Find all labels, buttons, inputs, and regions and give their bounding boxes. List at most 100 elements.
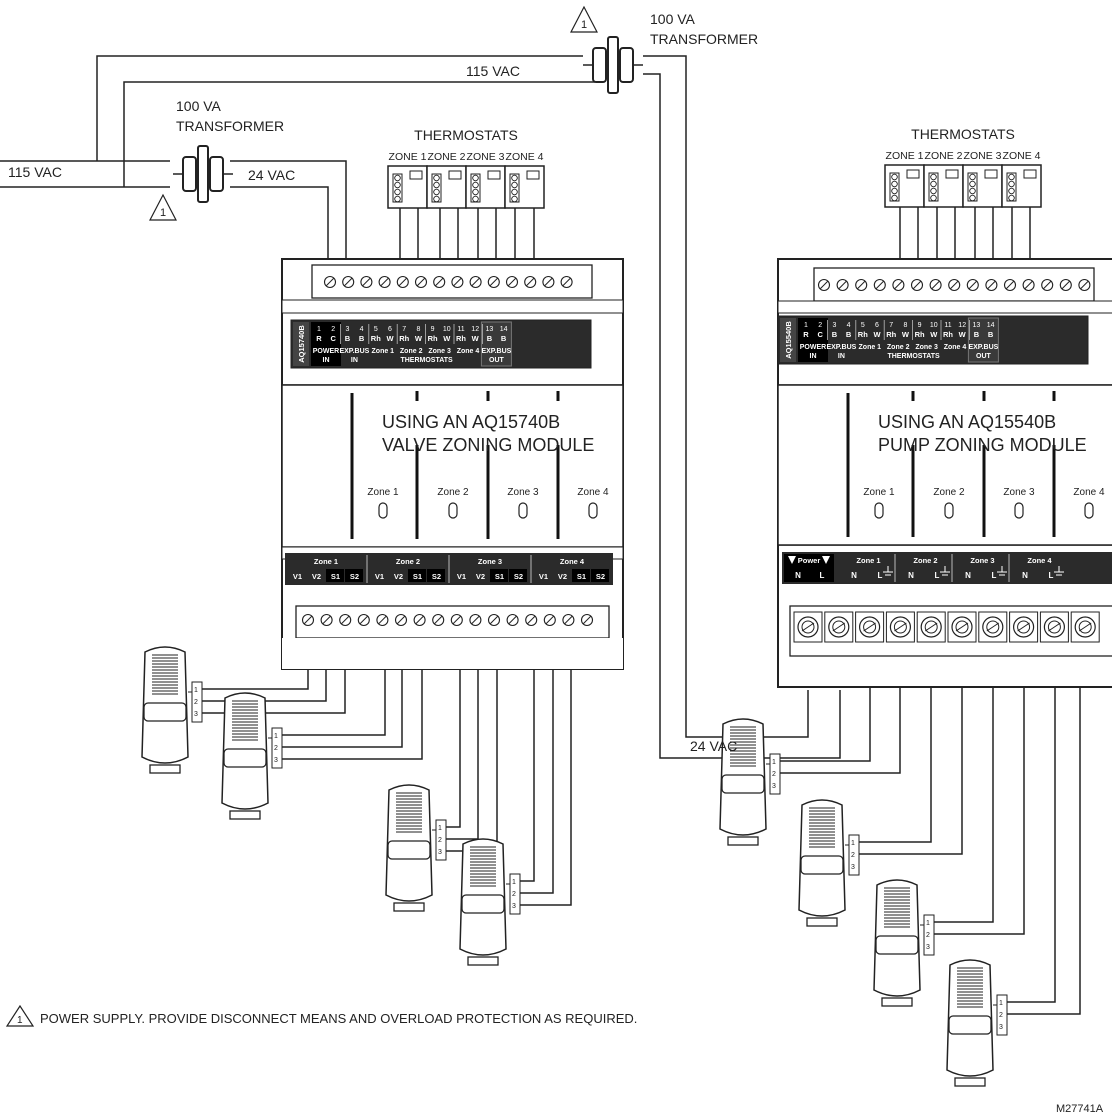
bottom-term-label: S1 [577,572,586,581]
screw-icon [891,187,898,195]
exp-bus-in-label: EXP.BUS [826,344,856,351]
terminal-letter: B [832,330,838,339]
terminal-number: 12 [958,322,966,329]
terminal-number: 4 [847,322,851,329]
bottom-term-label: V2 [558,572,567,581]
term-box [572,569,590,582]
screw-icon [433,195,440,203]
screw-slot [398,277,408,287]
actuator-window [800,855,844,875]
actuator-pin-label: 1 [999,1000,1003,1007]
screw-slot [507,277,517,287]
bottom-term-label: S1 [413,572,422,581]
bottom-term-label: V1 [539,572,548,581]
screw-icon [511,188,518,196]
zone-term: L [1049,571,1054,580]
zone-term: N [908,571,914,580]
actuator-base [393,902,425,912]
line-wire [123,81,595,187]
actuator-wire [520,632,554,894]
led-indicator [1014,502,1024,519]
terminal-number: 12 [471,326,479,333]
led-label: Zone 1 [367,487,399,498]
screw-slot [924,622,938,632]
screw-slot [582,615,592,625]
actuator-wire [859,642,932,843]
thermostat [504,165,545,209]
actuator: 123 [798,799,860,927]
thermostat [962,164,1003,208]
module-foot [282,638,623,669]
terminal-letter: W [930,330,938,339]
actuator-pin-label: 2 [194,699,198,706]
exp-bus-out-label: EXP.BUS [481,348,511,355]
actuator-wire [1007,642,1081,1015]
actuator-pin-label: 1 [926,920,930,927]
screw-slot [303,615,313,625]
actuator-pin-label: 3 [512,903,516,910]
screw-slot [1024,280,1033,290]
actuator-pin-label: 1 [512,879,516,886]
line-vac-label: 115 VAC [466,63,520,79]
screw-icon [472,174,479,182]
terminal-letter: Rh [371,334,381,343]
actuator-pin-label: 3 [274,757,278,764]
terminal-letter: B [846,330,852,339]
warning-icon [788,556,796,564]
exp-bus-out-label: OUT [976,353,992,360]
actuator-connector [923,914,935,956]
exp-bus-in-label: EXP.BUS [339,348,369,355]
screw-icon [891,194,898,202]
actuator: 123 [946,959,1008,1087]
actuator-pin-label: 2 [999,1012,1003,1019]
zone-term: L [935,571,940,580]
screw-icon [472,181,479,189]
screw-slot [545,615,555,625]
terminal-letter: B [974,330,980,339]
led-indicator [378,502,388,519]
thermostat [426,165,467,209]
zone-term: N [1022,571,1028,580]
led-label: Zone 4 [577,487,609,498]
screw-icon [969,180,976,188]
screw-icon [433,181,440,189]
terminal-number: 9 [431,326,435,333]
bottom-term-label: V2 [394,572,403,581]
screw-slot [396,615,406,625]
svg-text:1: 1 [581,19,587,31]
screw-slot [453,277,462,287]
module-band [281,299,624,314]
thermostat-display [448,170,462,180]
screw-slot [434,277,444,287]
actuator-pin-label: 1 [194,687,198,694]
terminal-letter: B [487,334,493,343]
thermostat-display [945,169,959,179]
secondary-24vac-wire [630,55,809,738]
screw-slot [416,277,426,287]
actuator-window [461,894,505,914]
zone-term: L [992,571,997,580]
terminal-number: 1 [804,322,808,329]
bottom-term-label: S2 [350,572,359,581]
actuator-wire [934,642,994,923]
thermostat [465,165,506,209]
screw-slot [340,615,350,625]
terminal-letter: B [359,334,365,343]
thermostat [923,164,964,208]
bottom-term-label: S2 [432,572,441,581]
actuator-base [467,956,499,966]
terminal-letter: W [415,334,423,343]
screw-slot [525,277,535,287]
zone-term: N [851,571,857,580]
screw-slot [359,615,369,625]
thermostats-title: THERMOSTATS [911,126,1015,142]
terminal-number: 7 [889,322,893,329]
screw-icon [930,194,937,202]
strip-zone-label: Zone 1 [859,344,882,351]
screw-slot [894,622,907,632]
screw-slot [986,622,1000,632]
actuator-pin-label: 3 [772,783,776,790]
exp-bus-out-box [480,321,512,367]
strip-zone-label: Zone 3 [915,344,938,351]
